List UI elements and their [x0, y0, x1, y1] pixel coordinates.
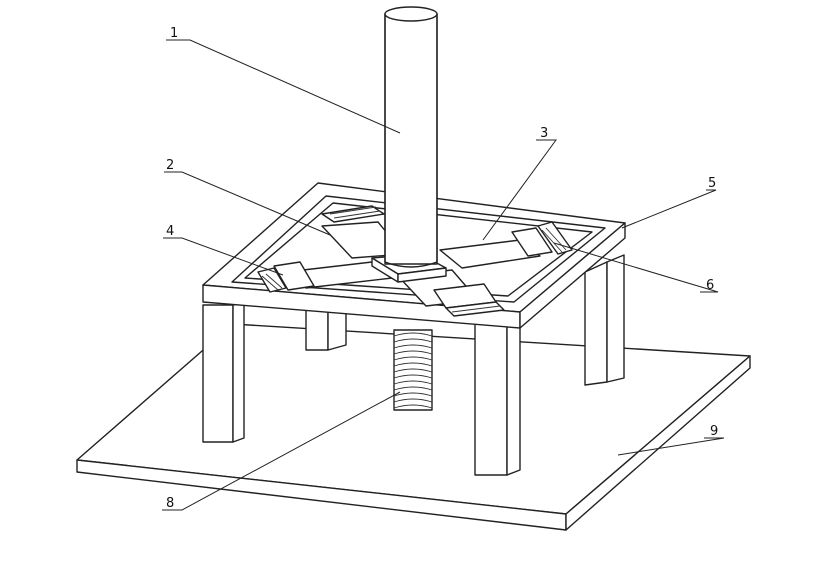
leader-lines	[162, 39, 725, 511]
label-3: 3	[540, 126, 548, 141]
part-labels: 1 2 3 4 5 6 8 9	[166, 26, 718, 511]
label-9: 9	[710, 424, 718, 439]
label-5: 5	[708, 176, 716, 191]
label-6: 6	[706, 278, 714, 293]
label-4: 4	[166, 224, 174, 239]
spring	[393, 329, 433, 411]
label-2: 2	[166, 158, 174, 173]
vertical-rod	[384, 6, 438, 268]
label-8: 8	[166, 496, 174, 511]
label-1: 1	[170, 26, 178, 41]
base-plate	[76, 323, 751, 531]
